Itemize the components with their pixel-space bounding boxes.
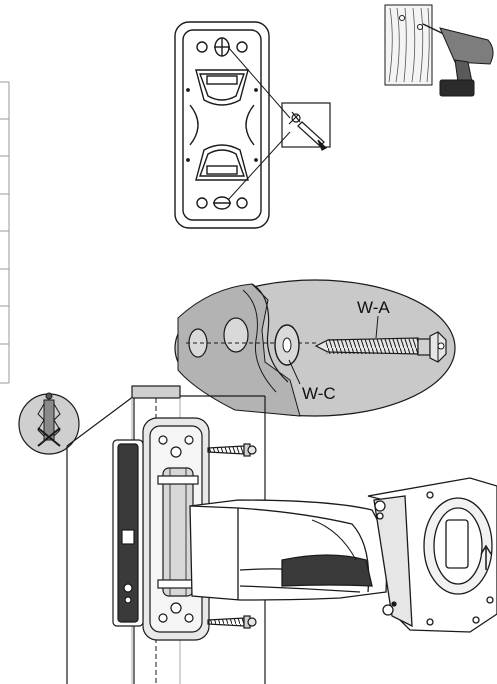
lag-screw-icon [314,331,447,363]
screw-label: W-A [357,298,390,317]
tv-mount-arm [189,499,389,601]
wall-plate-template [174,21,270,229]
washer-label: W-C [302,384,336,403]
drill-icon [384,4,494,97]
left-panel-edge [0,81,10,384]
pencil-leader-lines [227,46,291,201]
tv-bracket [367,477,497,633]
pencil-mark-icon [281,102,331,151]
anchor-prohibited-icon [18,392,80,455]
screw-detail-callout: W-A W-C [174,279,456,417]
mount-cover [112,439,144,627]
wall-screws [207,443,257,629]
